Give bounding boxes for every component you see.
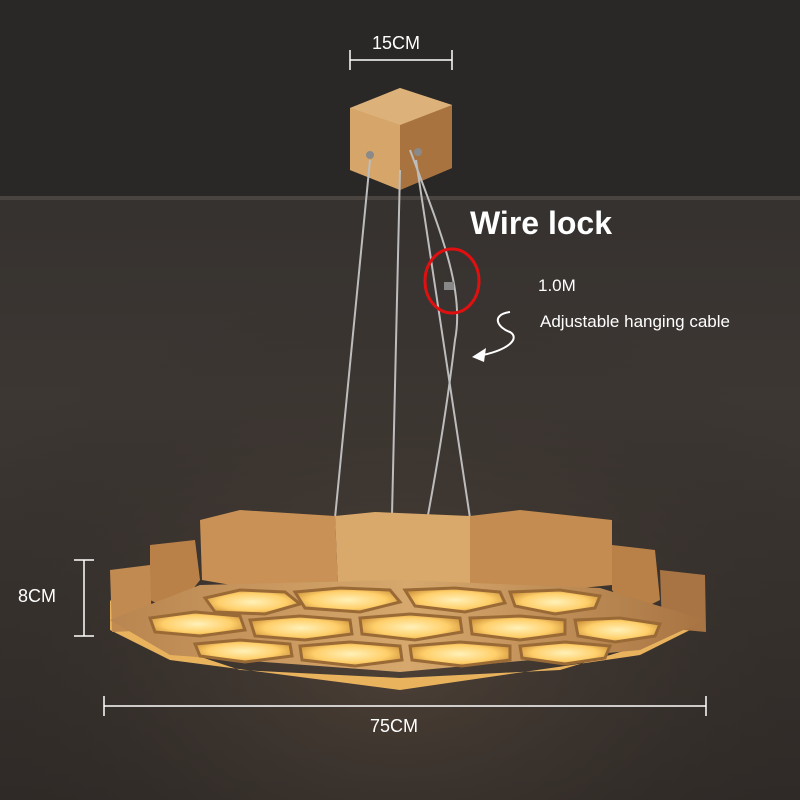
cable-arrow-head bbox=[472, 348, 486, 362]
cable-arrow bbox=[477, 311, 515, 357]
wall-light-spill bbox=[0, 200, 800, 800]
wire-lock-marker bbox=[423, 247, 481, 315]
bottom-dimension-line bbox=[103, 696, 707, 716]
hanging-cables bbox=[334, 149, 471, 519]
cable-length-label: 1.0M bbox=[538, 276, 576, 295]
height-label: 8CM bbox=[18, 586, 57, 606]
honeycomb-cells bbox=[147, 586, 663, 668]
wire-lock-title: Wire lock bbox=[470, 205, 612, 241]
top-dimension-line bbox=[349, 50, 453, 70]
cable-description-label: Adjustable hanging cable bbox=[540, 312, 730, 331]
bottom-width-label: 75CM bbox=[370, 716, 419, 736]
height-dimension-line bbox=[74, 559, 94, 637]
honeycomb-lamp bbox=[110, 510, 706, 690]
top-width-label: 15CM bbox=[372, 33, 421, 53]
ceiling-canopy bbox=[350, 88, 452, 190]
